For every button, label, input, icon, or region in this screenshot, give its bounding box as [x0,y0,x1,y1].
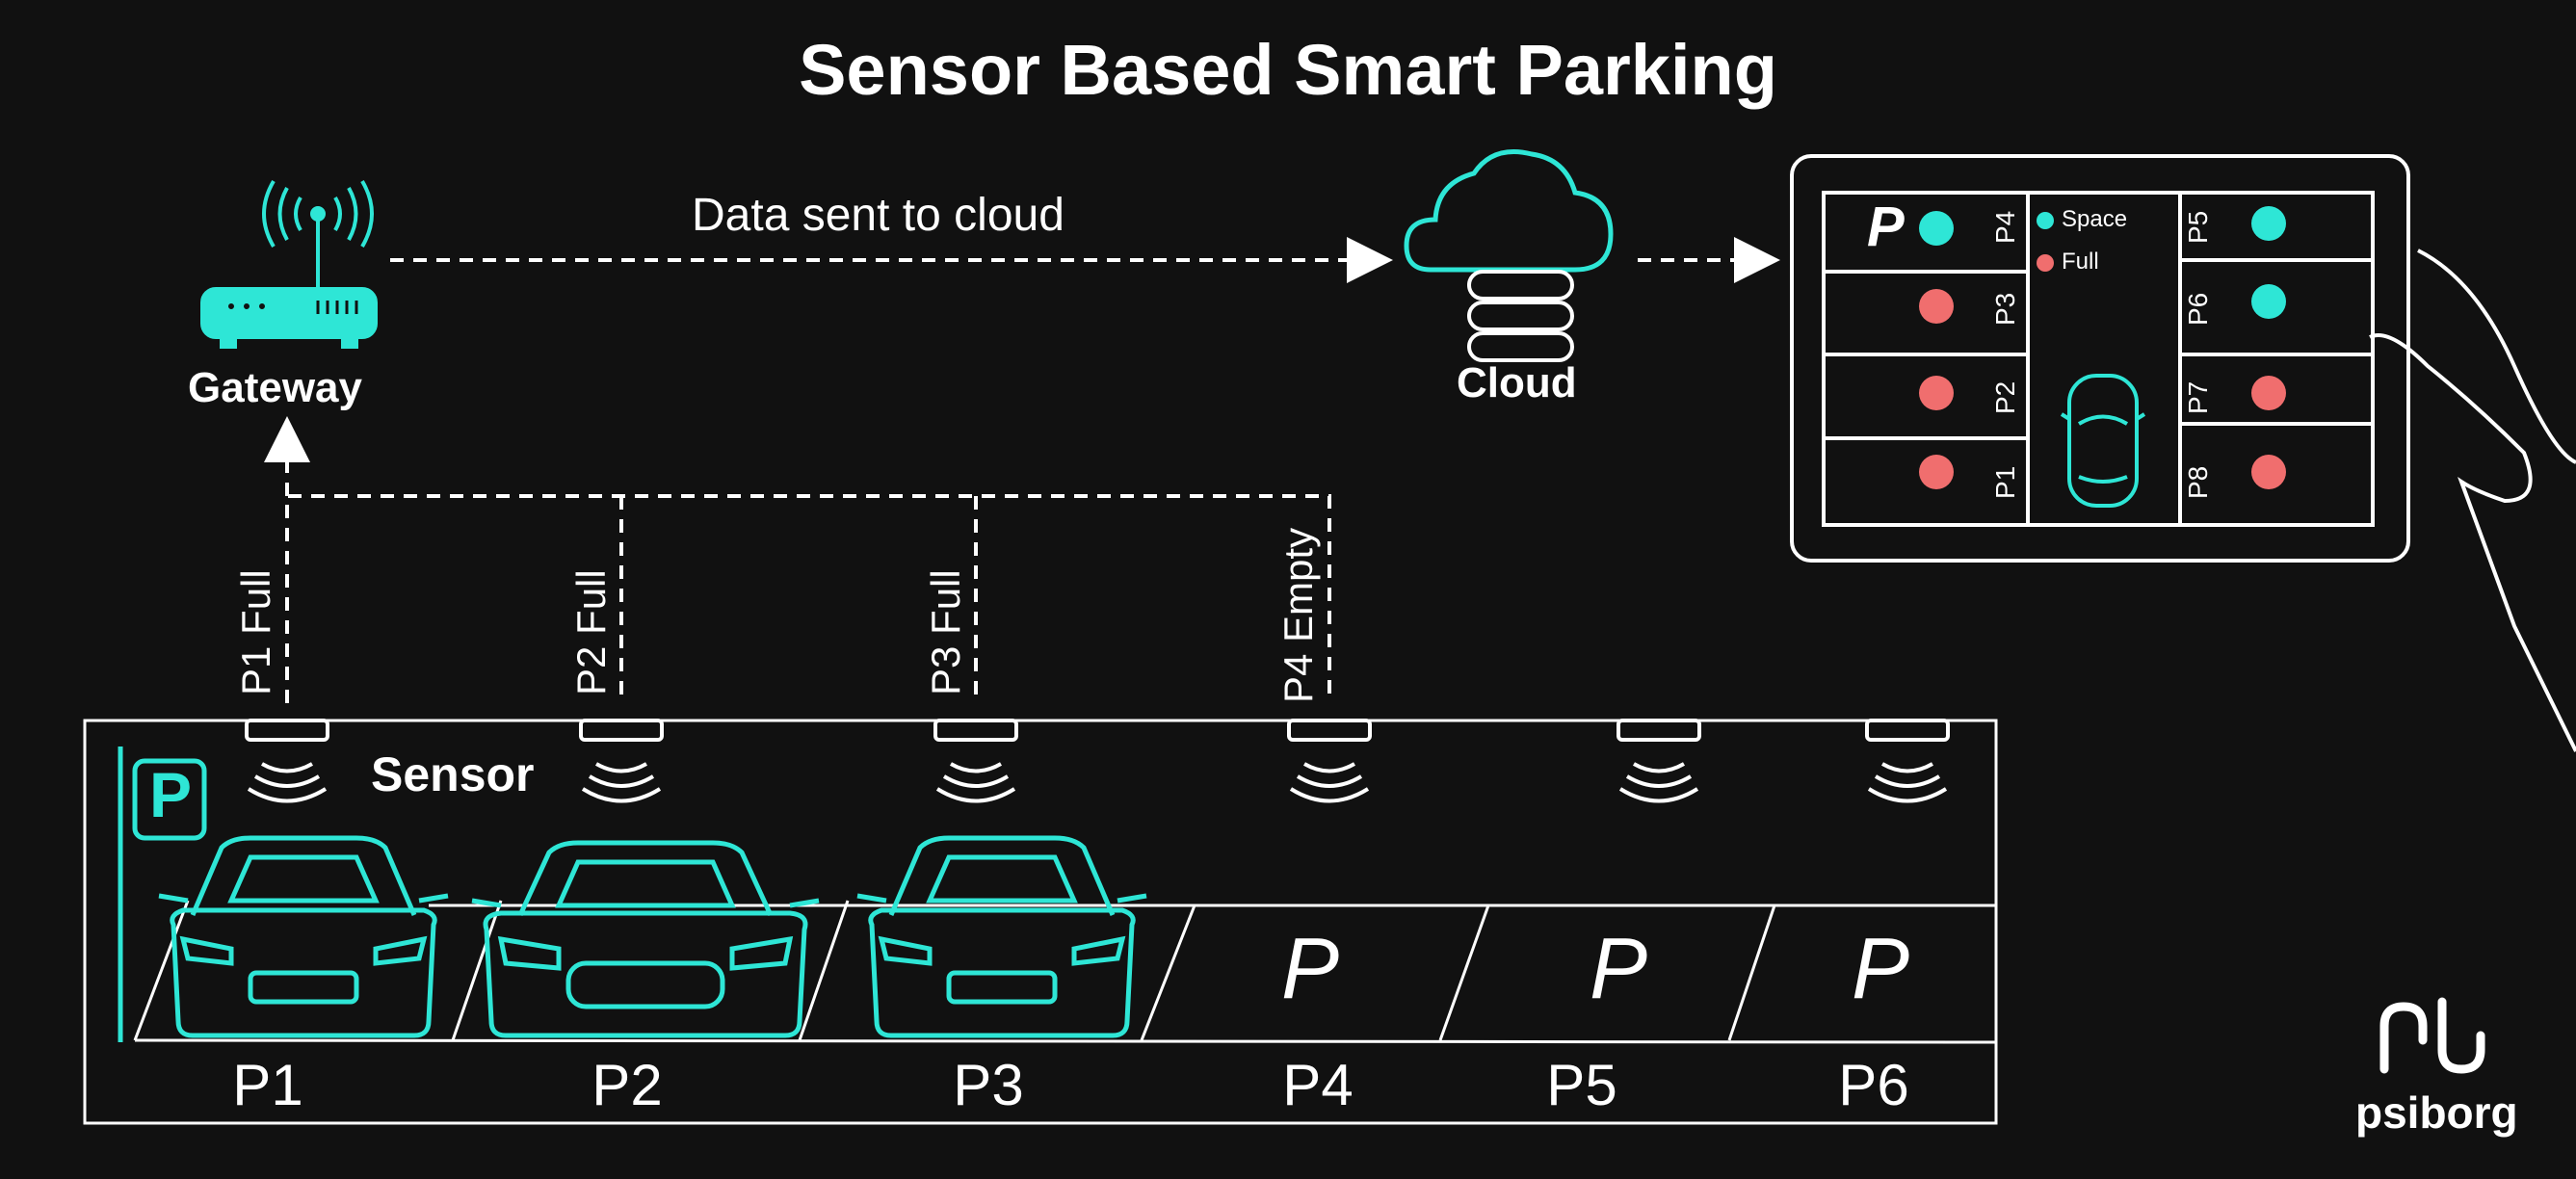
status-dot-p3 [1919,289,1954,324]
sensor-icon [579,719,664,803]
parking-sign-icon [118,747,207,1042]
sensor-icon [933,719,1018,803]
legend-full-label: Full [2062,249,2099,275]
legend-space: Space [2037,206,2127,233]
tablet-slot-p1: P1 [1990,465,2020,499]
sensor-label: Sensor [371,747,535,801]
flow-label: Data sent to cloud [692,190,1065,241]
empty-slot-mark-p4: P [1280,921,1340,1017]
status-dot-p1 [1919,455,1954,489]
diagram-title: Sensor Based Smart Parking [799,30,1777,110]
tablet-slot-p4: P4 [1990,210,2020,244]
legend-space-swatch [2037,211,2054,229]
tablet-slot-p2: P2 [1990,380,2020,414]
status-dot-p2 [1919,376,1954,410]
slot-label-p6: P6 [1838,1053,1909,1117]
sensor-bus [285,494,1331,703]
tablet-device [1790,154,2410,563]
slot-label-p1: P1 [232,1053,303,1117]
tablet-slot-p5: P5 [2183,210,2213,244]
psiborg-logo-icon [2379,997,2485,1074]
legend-space-label: Space [2062,206,2128,232]
cloud-label: Cloud [1457,359,1577,406]
hand-outline [2369,249,2576,752]
sensor-icon [245,719,329,803]
sensor-report-p4: P4 Empty [1275,527,1321,703]
car-icon-p2 [471,840,820,1038]
status-dot-p7 [2251,376,2286,410]
sensor-report-p1: P1 Full [233,569,278,695]
slot-label-p2: P2 [591,1053,663,1117]
brand-name: psiborg [2355,1087,2518,1138]
legend-full: Full [2037,249,2099,275]
car-topview-icon [2060,374,2146,508]
sensor-report-p3: P3 Full [923,569,968,695]
tablet-slot-p7: P7 [2183,380,2213,414]
status-dot-p5 [2251,206,2286,241]
tablet-slot-p3: P3 [1990,292,2020,326]
sensor-icon [1617,719,1701,803]
sensor-icon [1287,719,1372,803]
tablet-logo: P [1867,196,1905,258]
gateway-label: Gateway [188,364,362,411]
parking-lot-frame [83,719,1998,1125]
sensors [245,719,1950,803]
cloud-icon [1404,149,1614,362]
empty-slot-mark-p5: P [1589,921,1648,1017]
slot-label-p5: P5 [1546,1053,1617,1117]
slot-label-p4: P4 [1282,1053,1354,1117]
parking-bay-lines [133,900,1997,1044]
tablet-slot-p6: P6 [2183,292,2213,326]
legend-full-swatch [2037,253,2054,272]
status-dot-p8 [2251,455,2286,489]
tablet-status-dots [1919,206,2286,489]
car-icon-p3 [856,835,1147,1038]
sensor-report-p2: P2 Full [568,569,614,695]
parking-sign-letter: P [149,759,193,830]
empty-slot-mark-p6: P [1851,921,1910,1017]
sensor-icon [1865,719,1950,803]
status-dot-p6 [2251,284,2286,319]
car-icon-p1 [158,835,449,1038]
slot-label-p3: P3 [953,1053,1024,1117]
tablet-slot-p8: P8 [2183,465,2213,499]
router-icon [200,179,378,349]
status-dot-p4 [1919,211,1954,246]
